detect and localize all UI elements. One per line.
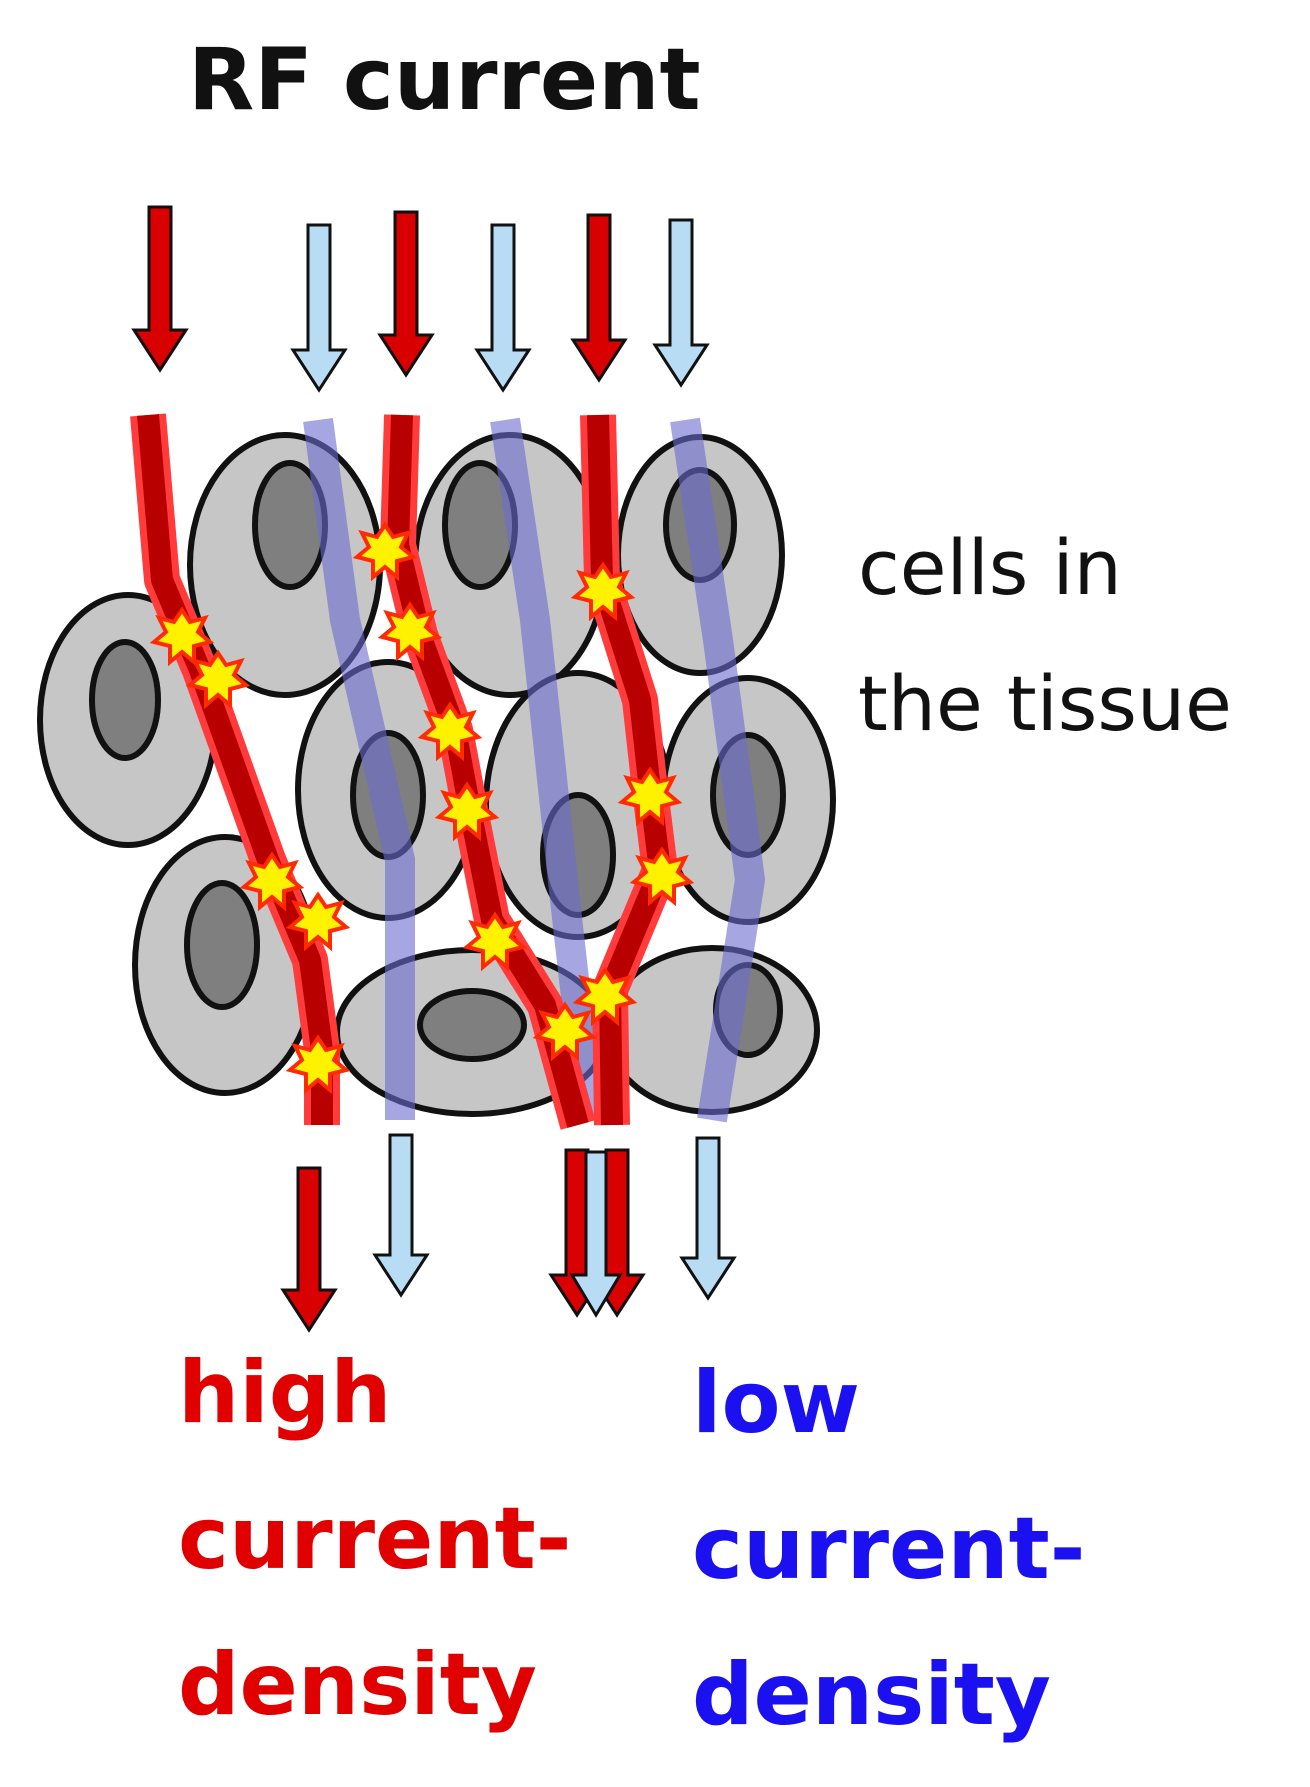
- legend-high-line2: current-: [178, 1489, 572, 1589]
- low-current-arrow-icon: [652, 218, 710, 388]
- spark-icon: [572, 966, 638, 1027]
- cells-label-line2: the tissue: [858, 659, 1232, 748]
- spark-icon: [617, 766, 683, 827]
- high-current-arrow-icon: [131, 205, 189, 373]
- legend-low-line3: density: [692, 1645, 1051, 1745]
- spark-icon: [149, 606, 215, 667]
- low-current-arrow-icon: [569, 1150, 623, 1318]
- spark-icon: [532, 1001, 598, 1062]
- legend-low-line2: current-: [692, 1499, 1086, 1599]
- high-current-arrow-icon: [377, 210, 435, 378]
- low-current-path: [670, 417, 766, 1123]
- spark-icon: [629, 846, 695, 907]
- spark-icon: [285, 1034, 351, 1095]
- spark-icon: [417, 701, 483, 762]
- diagram-title: RF current: [188, 30, 701, 130]
- spark-icon: [377, 601, 443, 662]
- spark-icon: [285, 891, 351, 952]
- outgoing-arrows: [280, 1133, 737, 1333]
- nucleus: [184, 880, 260, 1010]
- spark-icon: [352, 521, 418, 582]
- low-current-arrow-icon: [679, 1136, 737, 1301]
- legend-high-current: high current- density: [178, 1320, 571, 1758]
- legend-high-line3: density: [178, 1635, 537, 1735]
- spark-icon: [462, 911, 528, 972]
- legend-low-line1: low: [692, 1353, 861, 1453]
- low-current-path: [490, 417, 605, 1122]
- spark-icon: [570, 561, 636, 622]
- low-current-paths: [303, 417, 766, 1123]
- heat-sparks: [149, 521, 695, 1095]
- legend-low-current: low current- density: [692, 1330, 1085, 1768]
- cells-label-line1: cells in: [858, 523, 1122, 612]
- low-current-arrow-icon: [290, 223, 348, 393]
- high-current-arrow-icon: [570, 213, 628, 383]
- nucleus: [89, 639, 161, 761]
- low-current-arrow-icon: [372, 1133, 430, 1298]
- legend-high-line1: high: [178, 1343, 392, 1443]
- spark-icon: [434, 781, 500, 842]
- spark-icon: [239, 851, 305, 912]
- spark-icon: [185, 649, 251, 710]
- cells-label: cells in the tissue: [858, 500, 1232, 772]
- high-current-arrow-icon: [280, 1166, 338, 1333]
- nucleus: [417, 988, 527, 1062]
- low-current-arrow-icon: [474, 223, 532, 393]
- low-current-path: [303, 417, 415, 1120]
- incoming-arrows: [131, 205, 710, 393]
